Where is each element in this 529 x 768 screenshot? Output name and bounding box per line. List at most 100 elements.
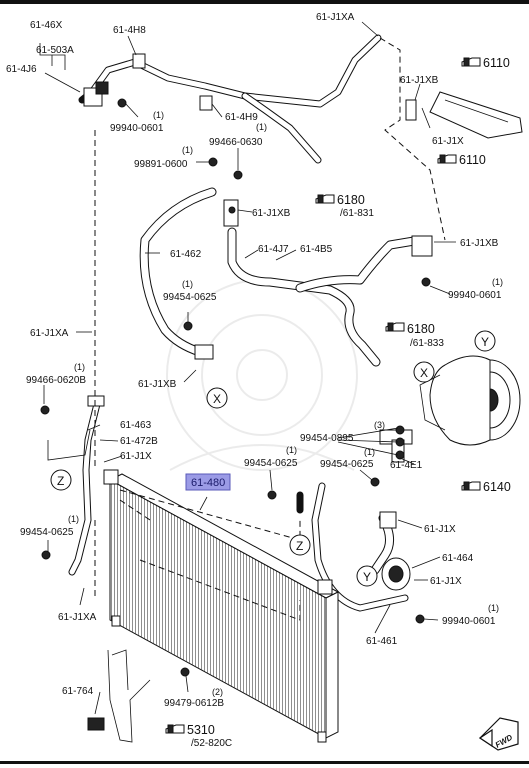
dashed-guides: [94, 37, 446, 621]
label-99466-0630: 99466-0630: [209, 137, 263, 148]
label-99479-0612B: 99479-0612B: [164, 698, 224, 709]
label-99940-0601-b: 99940-0601: [448, 290, 502, 301]
ref-6180-b-text: 6180: [407, 322, 435, 336]
label-61-J1XA-bot: 61-J1XA: [58, 612, 97, 623]
label-61-J1XB-r: 61-J1XB: [400, 75, 439, 86]
svg-text:Z: Z: [296, 539, 303, 553]
fwd-arrow-icon: FWD: [478, 717, 519, 751]
ref-6180-a[interactable]: 6180 /61-831: [315, 193, 374, 219]
cover-6110: [429, 91, 523, 139]
svg-text:X: X: [420, 366, 428, 380]
circle-x-low: X: [206, 387, 228, 409]
circle-z-mid: Z: [289, 534, 311, 556]
label-61-46X: 61-46X: [30, 20, 63, 31]
clip-61-4H9: [199, 95, 213, 111]
qty-99479: (2): [212, 687, 223, 697]
hand-pointer-icon: [315, 194, 335, 204]
label-61-4B5: 61-4B5: [300, 244, 333, 255]
label-61-764: 61-764: [62, 686, 94, 697]
label-99454-0625-e: 99454-0625: [20, 527, 74, 538]
label-61-J1X-r: 61-J1X: [432, 136, 464, 147]
condenser-61-480[interactable]: [103, 469, 340, 743]
hand-pointer-icon: [461, 481, 481, 491]
qty-99454-e: (1): [68, 514, 79, 524]
qty-99466-b: (1): [74, 362, 85, 372]
label-61-J1X-d: 61-J1X: [430, 576, 462, 587]
pipe-61-463: [68, 396, 102, 576]
label-61-4E1: 61-4E1: [390, 460, 423, 471]
ref-6140[interactable]: 6140: [461, 480, 511, 494]
receiver-drier-61-464: [381, 557, 411, 591]
ref-6110-b[interactable]: 6110: [437, 153, 486, 167]
qty-99940-a: (1): [153, 110, 164, 120]
top-border: [0, 0, 529, 4]
bottom-border: [0, 761, 529, 764]
label-61-4J7: 61-4J7: [258, 244, 289, 255]
qty-99940-b: (1): [492, 277, 503, 287]
bolts: [40, 98, 431, 677]
hose-61-4B5: [227, 227, 425, 367]
clip-61-4H8: [132, 53, 146, 69]
label-61-480: 61-480: [191, 477, 225, 489]
connector-block-61-4J6: [83, 81, 109, 107]
label-61-4H8: 61-4H8: [113, 25, 146, 36]
label-61-J1XB-low: 61-J1XB: [138, 379, 177, 390]
circle-x-top: X: [413, 361, 435, 383]
hose-61-462: [139, 187, 217, 357]
label-61-J1XB-mid: 61-J1XB: [460, 238, 499, 249]
ref-6180-b-sub: /61-833: [410, 338, 444, 349]
label-99454-0625-a: 99454-0625: [163, 292, 217, 303]
label-99454-0625-c: 99454-0625: [244, 458, 298, 469]
pressure-switch-61-J1X: [405, 99, 417, 121]
highlight-61-480[interactable]: 61-480: [185, 473, 231, 491]
circle-y-low: Y: [356, 565, 378, 587]
compressor: [419, 355, 521, 446]
label-61-4J6: 61-4J6: [6, 64, 37, 75]
valve-61-J1X-mid: [379, 511, 397, 529]
label-61-462: 61-462: [170, 249, 202, 260]
ref-6180-a-sub: /61-831: [340, 208, 374, 219]
clamp-61-4E1: [379, 429, 413, 463]
circle-z-left: Z: [50, 469, 72, 491]
label-61-J1XA-top: 61-J1XA: [316, 12, 355, 23]
qty-99454-a: (1): [182, 279, 193, 289]
connector-61-J1XB-lower: [194, 344, 214, 360]
label-99891-0600: 99891-0600: [134, 159, 188, 170]
svg-text:Z: Z: [57, 474, 64, 488]
ref-6180-a-text: 6180: [337, 193, 365, 207]
label-99454-0895: 99454-0895: [300, 433, 354, 444]
label-61-503A: 61-503A: [36, 45, 74, 56]
label-61-J1XB-a: 61-J1XB: [252, 208, 291, 219]
qty-99940-c: (1): [488, 603, 499, 613]
ref-5310-sub: /52-820C: [191, 738, 232, 749]
qty-99454-b: (3): [374, 420, 385, 430]
receiver-bracket-61-472B: [47, 395, 105, 461]
svg-text:X: X: [213, 392, 221, 406]
ref-5310-text: 5310: [187, 723, 215, 737]
svg-text:Y: Y: [481, 335, 489, 349]
ref-5310[interactable]: 5310 /52-820C: [165, 723, 232, 749]
label-61-463: 61-463: [120, 420, 152, 431]
qty-99454-d: (1): [364, 447, 375, 457]
circle-y-top: Y: [474, 330, 496, 352]
label-61-4H9: 61-4H9: [225, 112, 258, 123]
label-99940-0601-c: 99940-0601: [442, 616, 496, 627]
label-61-472B: 61-472B: [120, 436, 158, 447]
bracket-61-764: [87, 649, 151, 743]
qty-99454-c: (1): [286, 445, 297, 455]
label-61-464: 61-464: [442, 553, 474, 564]
valve-61-J1XB-top: [223, 199, 239, 227]
label-61-J1X-left: 61-J1X: [120, 451, 152, 462]
qty-99891: (1): [182, 145, 193, 155]
label-61-J1XA-left: 61-J1XA: [30, 328, 69, 339]
ref-6110-a-text: 6110: [483, 56, 510, 70]
hand-pointer-icon: [385, 322, 405, 332]
hand-pointer-icon: [461, 57, 481, 67]
label-61-461: 61-461: [366, 636, 398, 647]
ref-6180-b[interactable]: 6180 /61-833: [385, 322, 444, 349]
hand-pointer-icon: [165, 724, 185, 734]
label-99466-0620B: 99466-0620B: [26, 375, 86, 386]
upper-pipe-assembly: [78, 34, 382, 164]
ref-6110-a[interactable]: 6110: [461, 56, 510, 70]
part-labels: 61-46X 61-4H8 61-503A 61-4J6 (1) 99940-0…: [6, 12, 503, 709]
